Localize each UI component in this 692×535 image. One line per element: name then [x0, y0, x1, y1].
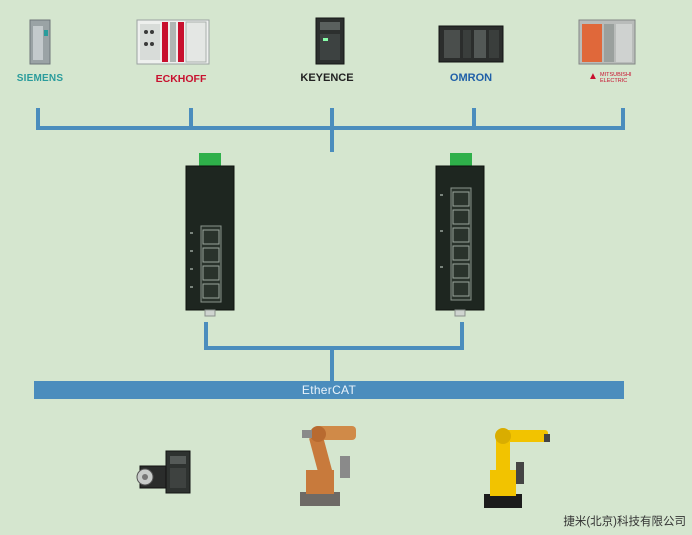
brand-mitsubishi: MITSUBISHI ELECTRIC — [600, 72, 632, 84]
middle-bus — [204, 322, 464, 382]
top-bus — [36, 108, 625, 152]
omron-plc-icon — [438, 25, 504, 63]
servo-drive-motor-icon — [136, 450, 191, 494]
company-name: 捷米(北京)科技有限公司 — [563, 516, 686, 528]
mitsubishi-logo-icon: ▲ — [588, 71, 598, 82]
yellow-robot-arm-icon — [484, 428, 550, 508]
siemens-plc-icon — [29, 19, 51, 65]
ethercat-label: EtherCAT — [301, 383, 357, 397]
keyence-plc-icon — [315, 17, 345, 65]
brand-beckhoff: ECKHOFF — [155, 73, 207, 85]
orange-robot-arm-icon — [300, 426, 356, 506]
brand-siemens: SIEMENS — [16, 73, 64, 84]
ethernet-switch-right-icon — [435, 153, 485, 317]
brand-omron: OMRON — [449, 72, 493, 84]
ethercat-bus — [34, 381, 624, 399]
mitsubishi-plc-icon — [578, 19, 636, 65]
ethernet-switch-left-icon — [185, 153, 235, 317]
beckhoff-plc-icon — [136, 19, 210, 65]
brand-keyence: KEYENCE — [300, 72, 354, 84]
